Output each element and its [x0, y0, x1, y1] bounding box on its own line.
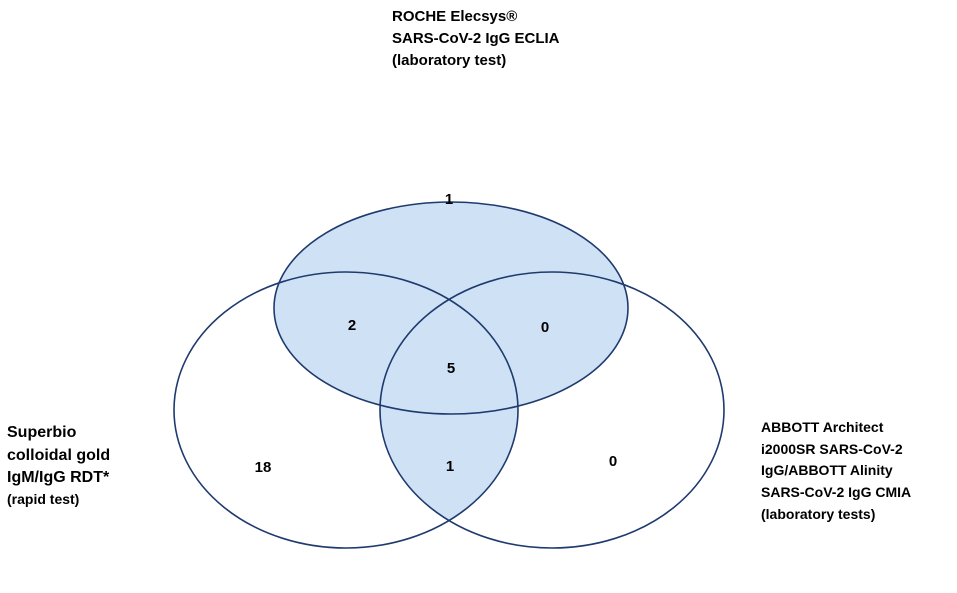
abbott-label-line: ABBOTT Architect [761, 419, 884, 435]
roche-label-line: (laboratory test) [392, 51, 507, 69]
superbio-set-label: Superbio colloidal gold IgM/IgG RDT* (ra… [7, 422, 110, 510]
roche-set-label: ROCHE Elecsys® SARS-CoV-2 IgG ECLIA (lab… [392, 6, 560, 71]
abbott-label-line: (laboratory tests) [761, 505, 876, 522]
superbio-label-line: Superbio [7, 424, 77, 441]
superbio-label-line: IgM/IgG RDT* [7, 469, 110, 487]
roche-label-line: ROCHE Elecsys® [392, 8, 518, 25]
count-abbott-only: 0 [609, 453, 617, 470]
abbott-label-line: i2000SR SARS-CoV-2 [761, 440, 903, 457]
superbio-label-line: (rapid test) [7, 491, 80, 508]
count-roche-superbio: 2 [348, 317, 356, 334]
count-roche-only: 1 [445, 191, 453, 208]
abbott-set-circle [379, 271, 725, 549]
abbott-label-line: SARS-CoV-2 IgG CMIA [761, 484, 912, 501]
superbio-label-line: colloidal gold [7, 446, 111, 464]
superbio-set-circle [173, 271, 519, 549]
abbott-label-line: IgG/ABBOTT Alinity [761, 462, 893, 479]
roche-label-line: SARS-CoV-2 IgG ECLIA [392, 29, 560, 47]
abbott-set-label: ABBOTT Architect i2000SR SARS-CoV-2 IgG/… [761, 417, 911, 525]
superbio-abbott-overlap-fill [380, 272, 518, 548]
roche-set-circle [273, 201, 629, 415]
count-superbio-abbott: 1 [446, 458, 454, 475]
count-roche-abbott: 0 [541, 319, 549, 336]
count-all-three: 5 [447, 360, 455, 377]
count-superbio-only: 18 [255, 459, 272, 476]
